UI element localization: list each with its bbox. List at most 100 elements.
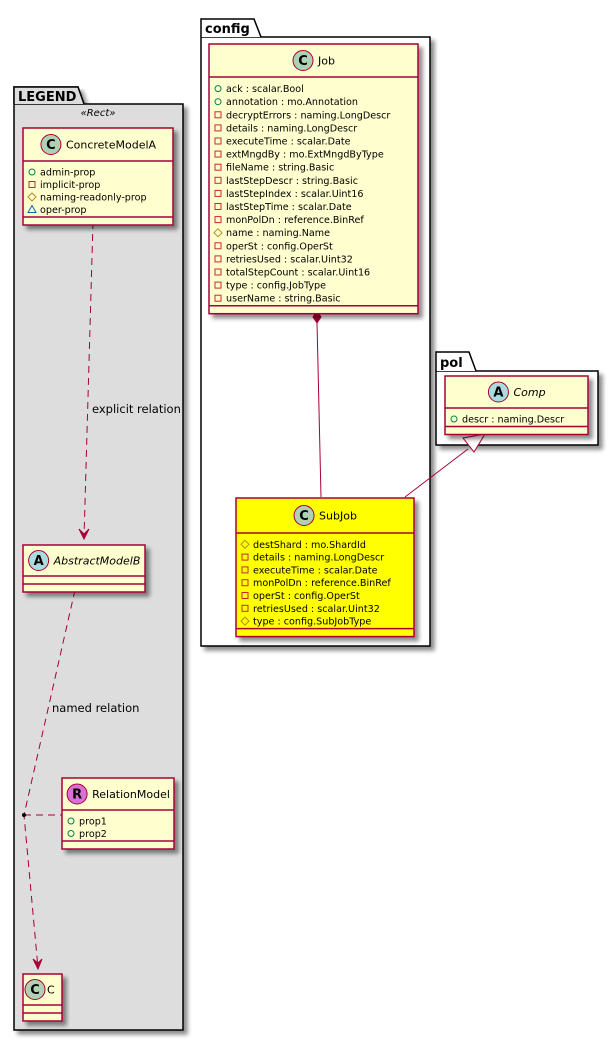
attribute-text: retriesUsed : scalar.Uint32 — [226, 254, 353, 265]
edge-composition — [316, 321, 322, 498]
class-attribute: lastStepDescr : string.Basic — [214, 176, 358, 187]
visibility-protected-icon — [213, 227, 223, 238]
class-box — [444, 375, 589, 436]
attribute-text: totalStepCount : scalar.Uint16 — [226, 268, 370, 279]
visibility-private-icon — [214, 111, 222, 119]
class-name: ConcreteModelA — [66, 139, 157, 152]
class-type-letter: C — [298, 54, 308, 69]
class-type-letter: C — [46, 138, 56, 153]
label-named-relation: named relation — [52, 701, 139, 715]
attribute-text: details : naming.LongDescr — [226, 123, 357, 134]
class-attribute: descr : naming.Descr — [450, 415, 564, 426]
attribute-text: lastStepTime : scalar.Date — [226, 202, 352, 213]
class-c[interactable]: CC — [22, 973, 63, 1022]
class-attribute: totalStepCount : scalar.Uint16 — [214, 268, 370, 279]
class-type-letter: R — [72, 788, 82, 803]
visibility-private-icon — [241, 566, 249, 574]
class-type-badge-icon — [66, 783, 88, 805]
visibility-private-icon — [214, 281, 222, 289]
class-name: AbstractModelB — [53, 555, 141, 568]
package-config-name: config — [205, 22, 250, 37]
attribute-text: executeTime : scalar.Date — [226, 137, 351, 148]
class-type-letter: A — [34, 554, 44, 569]
attribute-text: admin-prop — [40, 168, 95, 179]
class-type-badge-icon — [40, 134, 62, 155]
visibility-public-icon — [450, 415, 458, 423]
attribute-text: decryptErrors : naming.LongDescr — [226, 110, 390, 121]
attribute-text: fileName : string.Basic — [226, 163, 334, 174]
attribute-text: userName : string.Basic — [226, 294, 341, 305]
class-attribute: admin-prop — [28, 168, 95, 179]
attribute-text: prop1 — [79, 817, 107, 828]
inheritance-triangle — [462, 433, 487, 453]
attribute-text: lastStepDescr : string.Basic — [226, 176, 358, 187]
class-type-badge-icon — [293, 505, 315, 526]
visibility-private-icon — [214, 242, 222, 250]
visibility-private-icon — [214, 176, 222, 184]
class-attribute: implicit-prop — [28, 180, 100, 191]
class-attribute: details : naming.LongDescr — [214, 123, 357, 134]
visibility-private-icon — [214, 203, 222, 210]
attribute-text: monPolDn : reference.BinRef — [253, 578, 391, 589]
visibility-private-icon — [214, 150, 222, 158]
class-type-badge-icon — [28, 550, 50, 571]
attribute-text: annotation : mo.Annotation — [226, 97, 358, 108]
class-attribute: extMngdBy : mo.ExtMngdByType — [214, 150, 384, 161]
visibility-private-icon — [214, 124, 222, 132]
visibility-package-icon — [27, 204, 37, 213]
class-attribute: monPolDn : reference.BinRef — [241, 578, 391, 589]
visibility-private-icon — [214, 294, 222, 302]
attribute-text: operSt : config.OperSt — [253, 591, 360, 602]
attribute-text: retriesUsed : scalar.Uint32 — [253, 604, 380, 615]
class-attribute: executeTime : scalar.Date — [241, 565, 378, 576]
class-type-badge-icon — [292, 50, 314, 71]
class-attribute: prop1 — [67, 817, 107, 828]
class-attribute: type : config.JobType — [214, 281, 326, 292]
attribute-text: type : config.SubJobType — [253, 617, 371, 628]
visibility-private-icon — [214, 216, 222, 224]
attribute-text: oper-prop — [40, 205, 86, 216]
class-attribute: annotation : mo.Annotation — [214, 97, 358, 108]
visibility-private-icon — [214, 255, 222, 263]
edges — [22, 221, 487, 971]
class-attribute: fileName : string.Basic — [214, 163, 334, 174]
visibility-protected-icon — [27, 192, 37, 202]
attribute-text: executeTime : scalar.Date — [253, 565, 378, 576]
visibility-public-icon — [214, 98, 222, 106]
class-attribute: lastStepTime : scalar.Date — [214, 202, 352, 213]
visibility-public-icon — [214, 85, 222, 93]
attribute-text: operSt : config.OperSt — [226, 241, 333, 252]
attribute-text: name : naming.Name — [226, 228, 330, 239]
attribute-text: extMngdBy : mo.ExtMngdByType — [226, 150, 384, 161]
attribute-text: destShard : mo.ShardId — [253, 540, 366, 551]
visibility-private-icon — [241, 604, 249, 612]
class-name: RelationModel — [92, 788, 170, 801]
class-attribute: retriesUsed : scalar.Uint32 — [241, 604, 380, 615]
class-concrete-model-a[interactable]: ConcreteModelACadmin-propimplicit-propna… — [22, 127, 174, 226]
visibility-public-icon — [67, 830, 75, 837]
class-name: C — [47, 984, 55, 997]
visibility-private-icon — [214, 189, 222, 197]
visibility-public-icon — [67, 817, 75, 825]
attribute-text: ack : scalar.Bool — [226, 84, 304, 95]
visibility-protected-icon — [240, 539, 250, 550]
class-attribute: destShard : mo.ShardId — [240, 539, 366, 551]
class-type-letter: C — [299, 509, 309, 524]
class-attribute: details : naming.LongDescr — [241, 553, 384, 564]
attribute-text: monPolDn : reference.BinRef — [226, 215, 364, 226]
class-attribute: operSt : config.OperSt — [214, 241, 333, 252]
class-attribute: userName : string.Basic — [214, 294, 341, 305]
visibility-public-icon — [28, 168, 36, 176]
class-abstract-model-b[interactable]: AbstractModelB A — [22, 544, 146, 593]
edge-explicit-relation — [83, 221, 94, 539]
visibility-protected-icon — [240, 616, 250, 626]
class-box — [235, 497, 415, 638]
class-attribute: name : naming.Name — [213, 227, 330, 239]
class-attribute: operSt : config.OperSt — [241, 591, 360, 602]
class-box — [208, 43, 419, 315]
package-legend-name: LEGEND — [18, 90, 77, 105]
